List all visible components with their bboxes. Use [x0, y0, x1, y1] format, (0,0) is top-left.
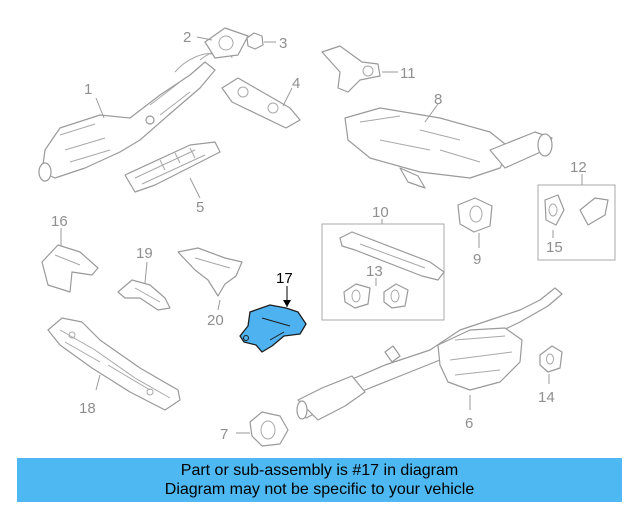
leader-19	[144, 261, 148, 284]
part-5-heat-shield[interactable]	[124, 141, 221, 193]
part-10-crossmember[interactable]	[339, 231, 445, 281]
leader-1	[95, 97, 105, 119]
callout-16: 16	[51, 213, 68, 230]
part-7-clamp[interactable]	[249, 411, 289, 447]
part-3-nut[interactable]	[246, 32, 264, 50]
callout-2: 2	[183, 29, 191, 46]
leader-18	[95, 374, 101, 391]
callout-14: 14	[538, 389, 555, 406]
part-15-rubber-hanger[interactable]	[544, 194, 609, 226]
callout-17: 17	[276, 270, 293, 287]
leader-4	[282, 87, 293, 107]
caption-line-1: Part or sub-assembly is #17 in diagram	[180, 462, 459, 479]
callout-8: 8	[434, 91, 442, 108]
part-14-hanger[interactable]	[539, 345, 563, 373]
callout-13: 13	[366, 263, 383, 280]
part-1-catalytic-converter[interactable]	[38, 50, 233, 182]
callout-19: 19	[136, 245, 153, 262]
part-2-gasket[interactable]	[204, 27, 249, 59]
part-19-bracket[interactable]	[117, 279, 171, 311]
callout-10: 10	[372, 204, 389, 221]
callout-12: 12	[570, 159, 587, 176]
leader-5	[189, 177, 201, 199]
part-13-mounts[interactable]	[343, 283, 409, 309]
leader-8	[424, 103, 439, 123]
leader-20	[217, 299, 221, 311]
callout-20: 20	[207, 312, 224, 329]
part-4-bracket[interactable]	[221, 77, 301, 129]
part-16-heat-shield[interactable]	[41, 244, 99, 293]
part-11-hanger[interactable]	[321, 45, 381, 93]
callout-15: 15	[546, 239, 563, 256]
part-9-rubber-mount[interactable]	[457, 197, 493, 233]
callout-3: 3	[279, 35, 287, 52]
callout-18: 18	[79, 400, 96, 417]
callout-4: 4	[292, 75, 300, 92]
leader-17-arrow	[283, 300, 291, 307]
callout-6: 6	[465, 415, 473, 432]
part-18-underbody-heat-shield[interactable]	[47, 317, 181, 411]
callout-1: 1	[84, 81, 92, 98]
part-8-rear-muffler[interactable]	[344, 107, 553, 189]
callout-11: 11	[400, 65, 416, 82]
leader-2	[196, 36, 213, 41]
callout-5: 5	[196, 199, 204, 216]
info-banner: Part or sub-assembly is #17 in diagram D…	[17, 458, 622, 502]
part-20-heat-shield[interactable]	[177, 247, 243, 297]
callout-9: 9	[473, 251, 481, 268]
caption-line-2: Diagram may not be specific to your vehi…	[164, 481, 475, 498]
part-6-exhaust-pipe[interactable]	[296, 287, 563, 421]
part-17-highlighted-heat-shield[interactable]	[239, 304, 307, 353]
callout-7: 7	[220, 426, 228, 443]
part-12-box	[537, 184, 616, 261]
exhaust-parts-diagram: 1 2 3 4 5 11 8	[38, 27, 616, 447]
